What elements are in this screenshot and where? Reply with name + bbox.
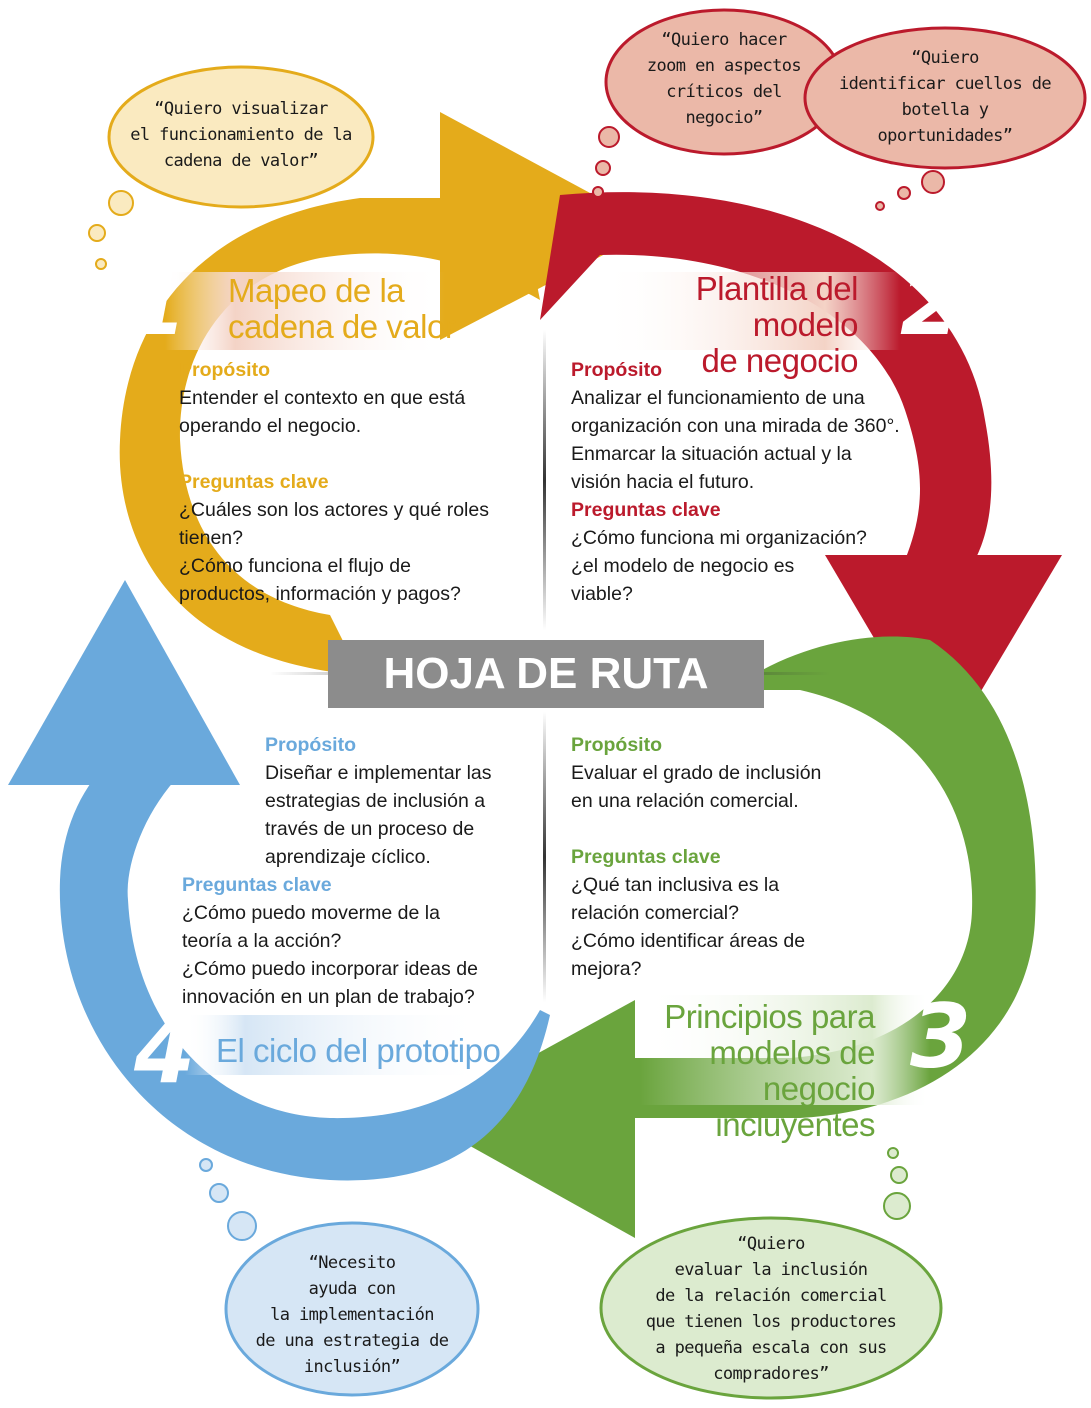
questions-text-2: ¿Cómo funciona mi organización? ¿el mode…	[571, 527, 867, 605]
step-number-4: 4	[134, 1000, 196, 1103]
purpose-text-1: Entender el contexto en que está operand…	[179, 387, 466, 437]
blue-arc	[8, 580, 550, 1181]
questions-text-1: ¿Cuáles son los actores y qué roles tien…	[179, 499, 489, 605]
bubble-dot	[890, 1166, 908, 1184]
bubble-dot	[227, 1211, 257, 1241]
center-title-banner: HOJA DE RUTA	[328, 640, 764, 708]
bubble-1-text: “Quiero visualizar el funcionamiento de …	[130, 99, 352, 171]
questions-label-4: Preguntas clave	[182, 874, 332, 896]
title-band-1	[165, 272, 445, 350]
bubble-3	[599, 1216, 943, 1400]
step-title-2: Plantilla del modelo de negocio	[695, 270, 859, 379]
bubble-dot	[897, 186, 911, 200]
bubble-dot	[887, 1147, 899, 1159]
yellow-arrowhead	[440, 112, 655, 340]
purpose-text-3: Evaluar el grado de inclusión en una rel…	[571, 762, 822, 812]
quadrant-4-purpose: Propósito Diseñar e implementar las estr…	[265, 731, 535, 871]
purpose-label-2: Propósito	[571, 359, 662, 381]
yellow-arc	[119, 112, 655, 675]
bubble-dot	[883, 1192, 911, 1220]
bubble-2a-text: “Quiero hacer zoom en aspectos críticos …	[646, 30, 802, 128]
green-arrowhead	[420, 1000, 635, 1238]
bubble-dot	[88, 224, 106, 242]
step-number-3: 3	[910, 985, 972, 1088]
bubble-dot	[108, 190, 134, 216]
title-band-2	[600, 272, 900, 350]
step-title-1: Mapeo de la cadena de valor	[228, 272, 456, 345]
purpose-text-4: Diseñar e implementar las estrategias de…	[265, 762, 492, 868]
quadrant-2-text: Propósito Analizar el funcionamiento de …	[571, 356, 951, 608]
step-title-3: Principios para modelos de negocio inclu…	[664, 998, 875, 1143]
divider-vertical-top	[543, 330, 546, 630]
quadrant-4-questions: Preguntas clave ¿Cómo puedo moverme de l…	[182, 871, 532, 1011]
green-arc	[420, 636, 1036, 1238]
divider-vertical-bottom	[543, 712, 546, 1002]
quadrant-1-text: Propósito Entender el contexto en que es…	[179, 356, 539, 608]
quadrant-3-text: Propósito Evaluar el grado de inclusión …	[571, 731, 891, 983]
questions-text-4: ¿Cómo puedo moverme de la teoría a la ac…	[182, 902, 478, 1008]
bubble-4	[224, 1221, 480, 1397]
bubble-dot	[921, 170, 945, 194]
bubble-3-text: “Quiero evaluar la inclusión de la relac…	[645, 1234, 897, 1384]
title-band-3	[640, 995, 930, 1105]
bubble-2b-text: “Quiero identificar cuellos de botella y…	[839, 48, 1052, 146]
purpose-text-2: Analizar el funcionamiento de una organi…	[571, 387, 900, 493]
bubble-dot	[598, 126, 620, 148]
purpose-label-3: Propósito	[571, 734, 662, 756]
questions-label-2: Preguntas clave	[571, 499, 721, 521]
bubble-dot	[199, 1158, 213, 1172]
title-band-4	[185, 1015, 485, 1075]
bubble-dot	[595, 160, 611, 176]
bubble-4-text: “Necesito ayuda con la implementación de…	[255, 1253, 449, 1377]
blue-arrowhead	[8, 580, 240, 785]
bubble-dot	[592, 186, 604, 198]
step-number-1: 1	[126, 252, 188, 355]
step-number-2: 2	[900, 252, 962, 355]
bubble-dot	[95, 258, 107, 270]
bubble-1	[107, 65, 375, 209]
bubble-dot	[209, 1183, 229, 1203]
questions-label-3: Preguntas clave	[571, 846, 721, 868]
step-title-4: El ciclo del prototipo	[216, 1032, 501, 1069]
bubble-2b	[803, 26, 1087, 170]
bubble-dot	[875, 201, 885, 211]
questions-text-3: ¿Qué tan inclusiva es la relación comerc…	[571, 874, 806, 980]
purpose-label-4: Propósito	[265, 734, 356, 756]
purpose-label-1: Propósito	[179, 359, 270, 381]
questions-label-1: Preguntas clave	[179, 471, 329, 493]
